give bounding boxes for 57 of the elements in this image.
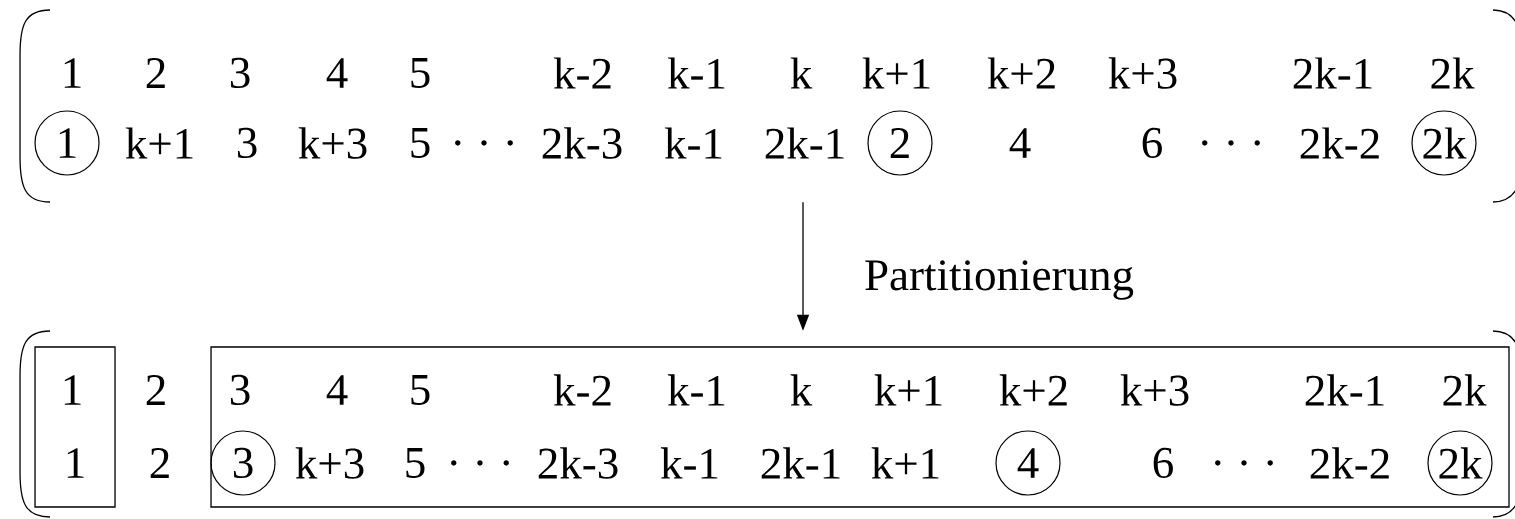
matrix-entry: 2k (1431, 57, 1475, 89)
matrix-entry: 2k-1 (765, 127, 844, 159)
matrix-entry: 4 (326, 58, 348, 88)
matrix-entry: k-2 (553, 57, 611, 89)
matrix-entry: k-2 (553, 374, 611, 406)
matrix-entry: 2 (150, 448, 169, 478)
matrix-entry: 5 (411, 128, 430, 158)
matrix-entry: k+1 (871, 447, 939, 479)
matrix-entry: 2k (1443, 374, 1487, 406)
matrix-entry: k (790, 374, 813, 406)
circled-entry: 1 (34, 110, 100, 176)
matrix-entry: 3 (230, 57, 250, 89)
matrix-entry: . . . (451, 460, 509, 466)
matrix-entry: . . . (1215, 460, 1273, 466)
matrix-entry: k+3 (1120, 374, 1189, 406)
circled-entry: 2k (1427, 430, 1493, 496)
matrix-entry: k-1 (667, 374, 725, 406)
matrix-entry: k-1 (664, 127, 722, 159)
matrix-entry: 6 (1153, 447, 1173, 479)
matrix-entry: k+1 (862, 57, 930, 89)
matrix-entry: 2k-2 (1300, 127, 1379, 159)
matrix-entry: k-1 (660, 447, 718, 479)
matrix-entry: 2k-1 (1305, 374, 1384, 406)
matrix-entry: 1 (64, 375, 81, 405)
circled-entry: 3 (210, 430, 276, 496)
matrix-entry: 5 (411, 375, 430, 405)
matrix-entry: 5 (406, 448, 425, 478)
matrix-entry: k+3 (295, 447, 364, 479)
matrix-entry: k+2 (987, 57, 1055, 89)
matrix-entry: 3 (237, 127, 257, 159)
matrix-entry: 3 (230, 374, 250, 406)
matrix-entry: k-1 (667, 57, 725, 89)
matrix-entry: 2k-3 (538, 447, 618, 479)
matrix-entry: 1 (67, 448, 84, 478)
matrix-entry: 2 (146, 58, 165, 88)
matrix-entry: 2k-3 (542, 127, 622, 159)
matrix-entry: 2 (146, 375, 165, 405)
matrix-entry: 4 (1009, 128, 1031, 158)
matrix-entry: 5 (411, 58, 430, 88)
matrix-entry: 1 (64, 58, 81, 88)
matrix-entry: 2k-1 (1293, 57, 1372, 89)
matrix-entry: 2k-1 (761, 447, 840, 479)
matrix-entry: . . . (1202, 140, 1260, 146)
matrix-entry: 2k-2 (1310, 447, 1389, 479)
edge-label: Partitionierung (865, 260, 1134, 300)
matrix-entry: k+1 (874, 374, 942, 406)
matrix-entry: k+2 (999, 374, 1067, 406)
matrix-entry: . . . (455, 140, 513, 146)
matrix-entry: 6 (1142, 127, 1162, 159)
circled-entry: 2k (1411, 110, 1477, 176)
circled-entry: 2 (867, 110, 933, 176)
matrix-entry: k+3 (1108, 57, 1177, 89)
matrix-entry: k+1 (125, 127, 193, 159)
matrix-entry: 4 (326, 375, 348, 405)
matrix-entry: k (790, 57, 813, 89)
circled-entry: 4 (995, 430, 1061, 496)
matrix-entry: k+3 (298, 127, 367, 159)
